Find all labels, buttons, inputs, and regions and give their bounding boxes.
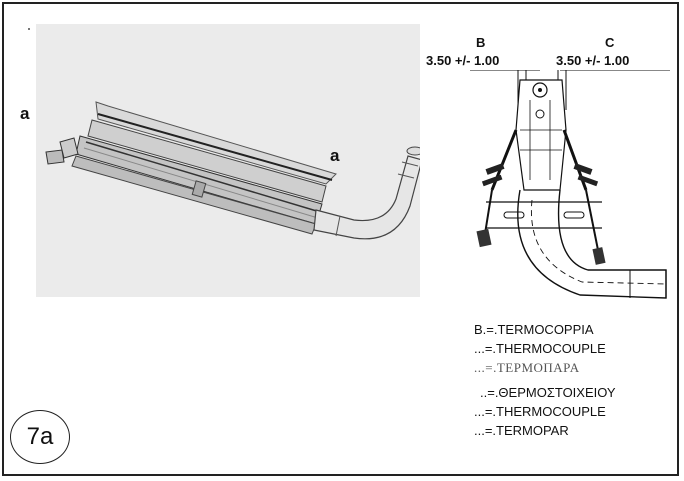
legend-item: ...=.THERMOCOUPLE (474, 341, 606, 356)
dimension-c-letter: C (605, 35, 615, 50)
legend-item: ...=.TERMOPAR (474, 423, 569, 438)
figure-number-badge: 7a (10, 410, 70, 464)
speck (28, 28, 30, 30)
label-a-right: a (330, 146, 340, 165)
dimension-b-letter: B (476, 35, 486, 50)
legend-item: ..=.ΘΕΡΜΟΣΤΟΙΧΕΙΟΥ (480, 385, 616, 400)
figure-number: 7a (26, 423, 54, 450)
legend: B.=.TERMOCOPPIA ...=.THERMOCOUPLE ...=.Τ… (474, 320, 616, 440)
legend-item: ...=.THERMOCOUPLE (474, 404, 606, 419)
dimension-b-value: 3.50 +/- 1.00 (426, 53, 500, 68)
label-a-left: a (20, 104, 30, 123)
dimension-c-value: 3.50 +/- 1.00 (556, 53, 630, 68)
legend-item: B.=.TERMOCOPPIA (474, 322, 594, 337)
burner-tube-illustration (45, 101, 420, 240)
figure-frame (2, 2, 679, 476)
legend-item: ...=.ΤΕΡΜΟΠΑΡΑ (474, 360, 580, 375)
burner-photo (36, 24, 420, 297)
thermocouple-detail-drawing (470, 70, 670, 299)
